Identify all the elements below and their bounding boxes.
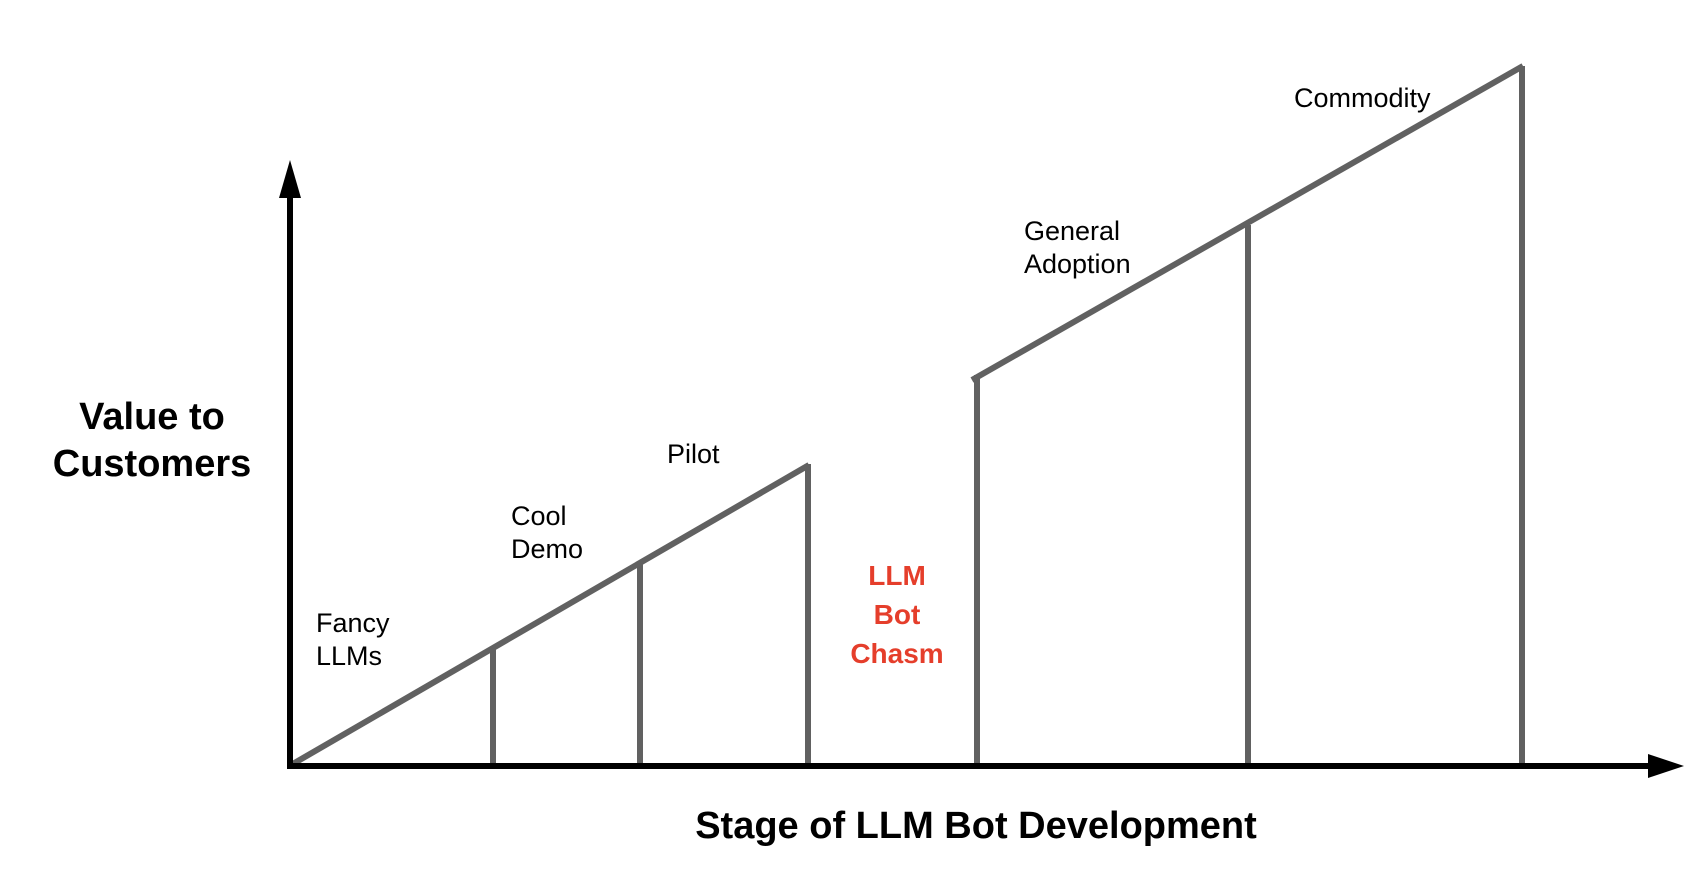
curve-first-triangle: [289, 462, 811, 768]
stage-label-pilot-text: Pilot: [667, 439, 720, 469]
stage-label-cool-demo-line1: Cool: [511, 501, 567, 531]
chasm-annotation-line1: LLM: [868, 560, 926, 591]
chasm-annotation-line2: Bot: [873, 599, 921, 630]
x-axis-title-text: Stage of LLM Bot Development: [695, 805, 1257, 847]
y-axis-title: Value to Customers: [30, 394, 274, 488]
y-axis-arrowhead-icon: [279, 160, 301, 198]
curve-second-triangle: [970, 63, 1525, 763]
chasm-annotation-line3: Chasm: [850, 638, 944, 669]
stage-label-fancy-llms-line2: LLMs: [316, 641, 383, 671]
axes: [279, 160, 1684, 778]
x-axis-arrowhead-icon: [1648, 754, 1684, 778]
stage-label-pilot: Pilot: [667, 438, 720, 471]
stage-label-general-adoption: General Adoption: [1024, 215, 1131, 281]
stage-label-cool-demo-line2: Demo: [511, 534, 584, 564]
curve1-hypotenuse-line: [289, 462, 811, 768]
y-axis-title-line1: Value to: [79, 396, 225, 438]
curve2-hypotenuse-line: [970, 63, 1525, 383]
stage-label-fancy-llms: Fancy LLMs: [316, 607, 390, 673]
stage-label-commodity: Commodity: [1294, 82, 1431, 115]
stage-label-commodity-text: Commodity: [1294, 83, 1431, 113]
stage-label-general-adoption-line2: Adoption: [1024, 249, 1131, 279]
stage-label-cool-demo: Cool Demo: [511, 500, 583, 566]
y-axis-title-line2: Customers: [52, 443, 252, 485]
chasm-annotation: LLM Bot Chasm: [797, 556, 997, 673]
x-axis-title: Stage of LLM Bot Development: [676, 803, 1276, 850]
stage-label-general-adoption-line1: General: [1024, 216, 1121, 246]
stage-label-fancy-llms-line1: Fancy: [316, 608, 390, 638]
